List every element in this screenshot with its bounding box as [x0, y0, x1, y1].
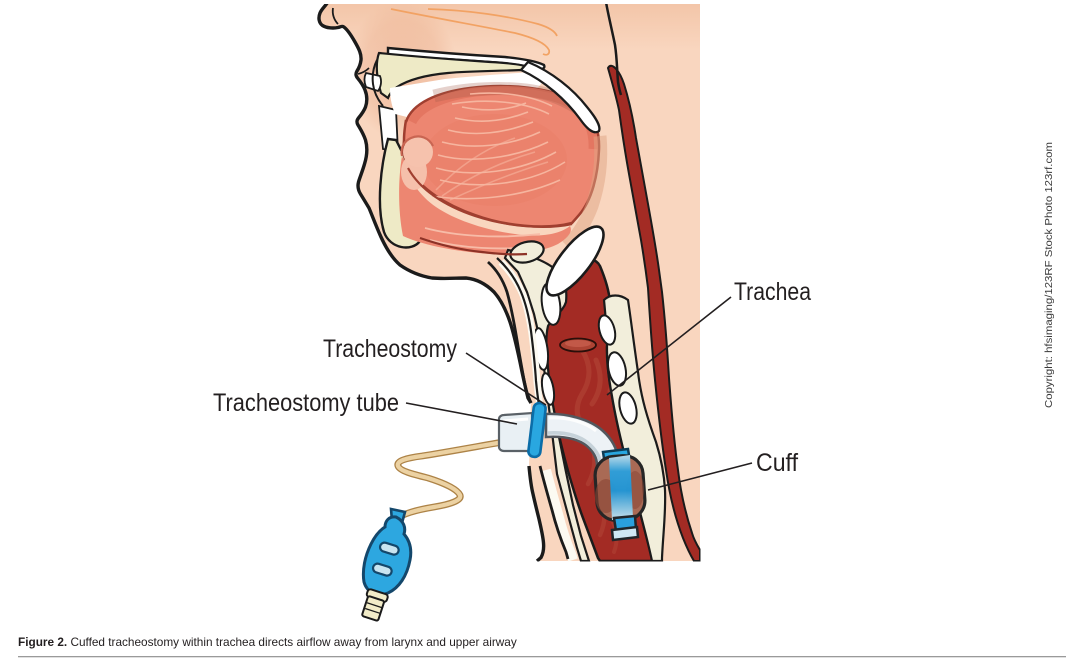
svg-text:Cuff: Cuff — [756, 449, 798, 477]
svg-text:Copyright: hfsimaging/123RF St: Copyright: hfsimaging/123RF Stock Photo … — [1044, 142, 1055, 408]
svg-text:Trachea: Trachea — [734, 278, 811, 306]
svg-text:Tracheostomy: Tracheostomy — [323, 335, 457, 363]
svg-text:Figure 2. Cuffed tracheostomy: Figure 2. Cuffed tracheostomy within tra… — [18, 635, 517, 649]
svg-text:Tracheostomy tube: Tracheostomy tube — [213, 389, 399, 417]
